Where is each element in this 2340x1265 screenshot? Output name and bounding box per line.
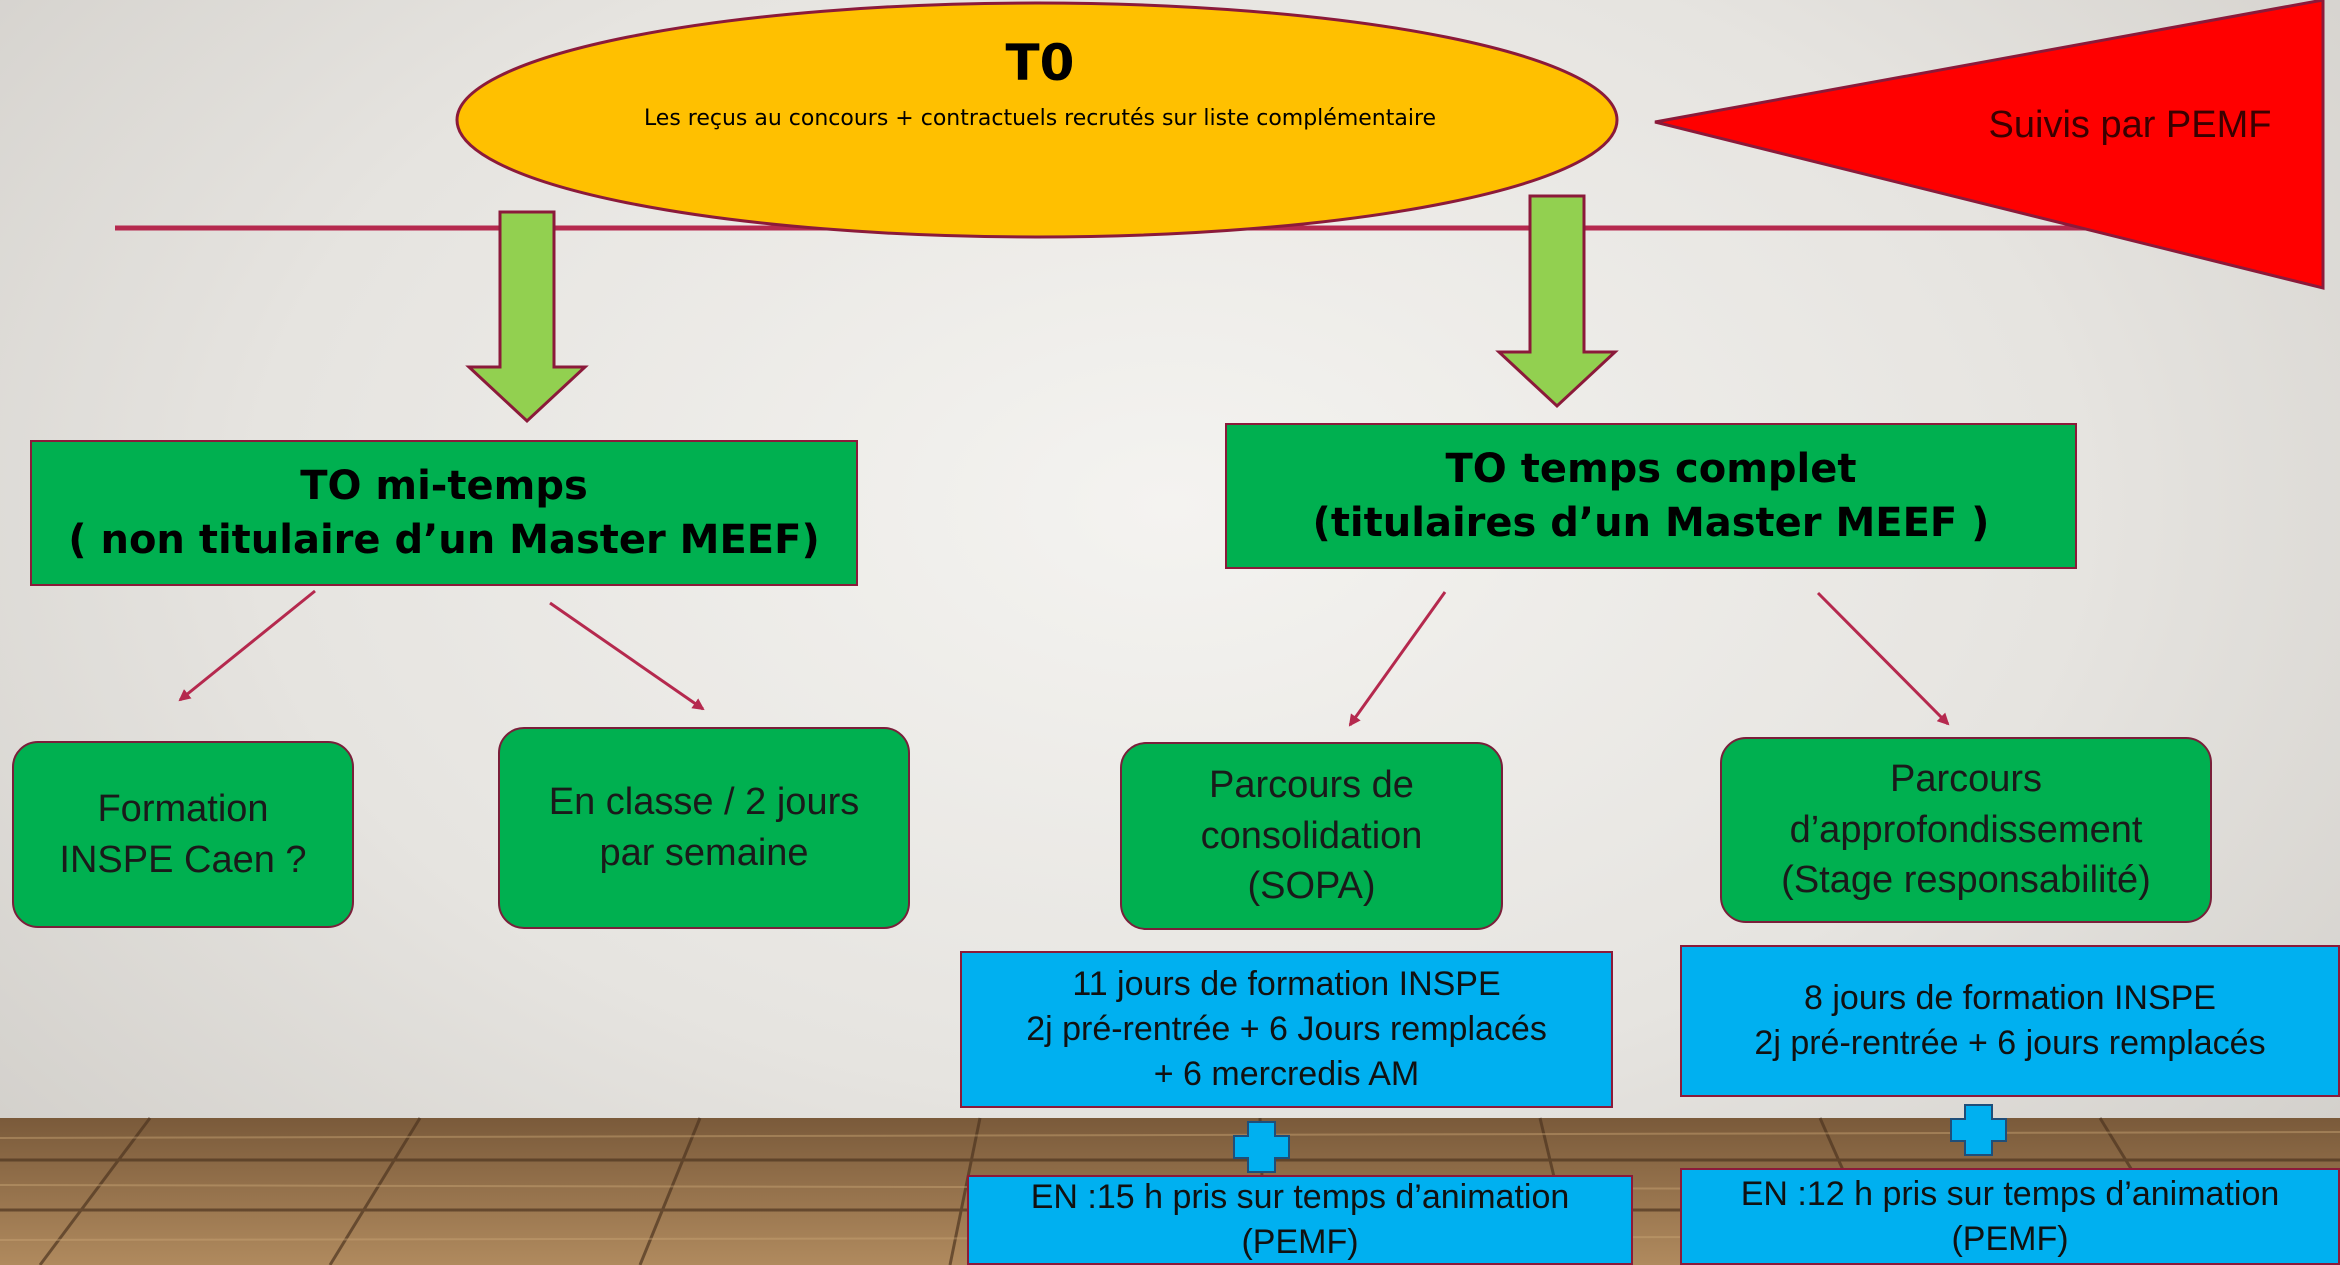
approfondissement-training-line1: 8 jours de formation INSPE (1804, 979, 2216, 1018)
head-mi-temps-line1: TO mi-temps (300, 463, 588, 509)
pemf-flag-label: Suivis par PEMF (1988, 104, 2272, 146)
plus-icon-right (1950, 1104, 2007, 1156)
approfondissement-line3: (Stage responsabilité) (1781, 859, 2151, 902)
consolidation-line1: Parcours de (1209, 764, 1414, 807)
approfondissement-en-line2: (PEMF) (1951, 1219, 2069, 1258)
consolidation-en-line2: (PEMF) (1241, 1223, 1359, 1261)
connector-right-2 (1816, 591, 1950, 726)
green-arrow-down-left (465, 210, 589, 424)
approfondissement-en-line1: EN :12 h pris sur temps d’animation (1740, 1174, 2280, 1213)
box-approfondissement-en: EN :12 h pris sur temps d’animation (PEM… (1680, 1168, 2340, 1265)
t0-subtitle: Les reçus au concours + contractuels rec… (643, 106, 1437, 131)
formation-line1: Formation (97, 787, 269, 830)
formation-line2: INSPE Caen ? (59, 838, 307, 881)
head-temps-complet-line1: TO temps complet (1445, 446, 1857, 492)
connector-left-1 (178, 589, 316, 702)
box-en-classe: En classe / 2 jours par semaine (498, 727, 910, 929)
plus-icon-left (1233, 1121, 1290, 1173)
box-consolidation-training: 11 jours de formation INSPE 2j pré-rentr… (960, 951, 1613, 1108)
box-parcours-approfondissement: Parcours d’approfondissement (Stage resp… (1720, 737, 2212, 923)
approfondissement-line1: Parcours (1889, 758, 2043, 801)
connector-right-1 (1348, 591, 1447, 727)
t0-ellipse (455, 1, 1619, 239)
box-approfondissement-training: 8 jours de formation INSPE 2j pré-rentré… (1680, 945, 2340, 1097)
head-mi-temps-line2: ( non titulaire d’un Master MEEF) (68, 517, 820, 563)
box-consolidation-en: EN :15 h pris sur temps d’animation (PEM… (967, 1175, 1633, 1265)
consolidation-en-line1: EN :15 h pris sur temps d’animation (1030, 1178, 1570, 1217)
box-formation-inspe: Formation INSPE Caen ? (12, 741, 354, 928)
t0-text: T0 Les reçus au concours + contractuels … (460, 30, 1620, 131)
connector-left-2 (549, 601, 705, 711)
head-temps-complet: TO temps complet (titulaires d’un Master… (1225, 423, 2077, 569)
consolidation-training-line2: 2j pré-rentrée + 6 Jours remplacés (1026, 1010, 1547, 1049)
approfondissement-line2: d’approfondissement (1789, 808, 2143, 851)
consolidation-training-line3: + 6 mercredis AM (1153, 1054, 1420, 1093)
classe-line2: par semaine (599, 832, 809, 874)
box-parcours-consolidation: Parcours de consolidation (SOPA) (1120, 742, 1503, 930)
consolidation-line2: consolidation (1200, 814, 1423, 857)
head-temps-complet-line2: (titulaires d’un Master MEEF ) (1312, 500, 1990, 546)
head-mi-temps: TO mi-temps ( non titulaire d’un Master … (30, 440, 858, 586)
classe-line1: En classe / 2 jours (548, 781, 860, 824)
consolidation-line3: (SOPA) (1247, 865, 1376, 908)
consolidation-training-line1: 11 jours de formation INSPE (1072, 965, 1501, 1004)
approfondissement-training-line2: 2j pré-rentrée + 6 jours remplacés (1754, 1024, 2266, 1062)
green-arrow-down-right (1495, 194, 1619, 409)
pemf-flag (1654, 0, 2325, 290)
t0-title: T0 (1005, 34, 1075, 92)
